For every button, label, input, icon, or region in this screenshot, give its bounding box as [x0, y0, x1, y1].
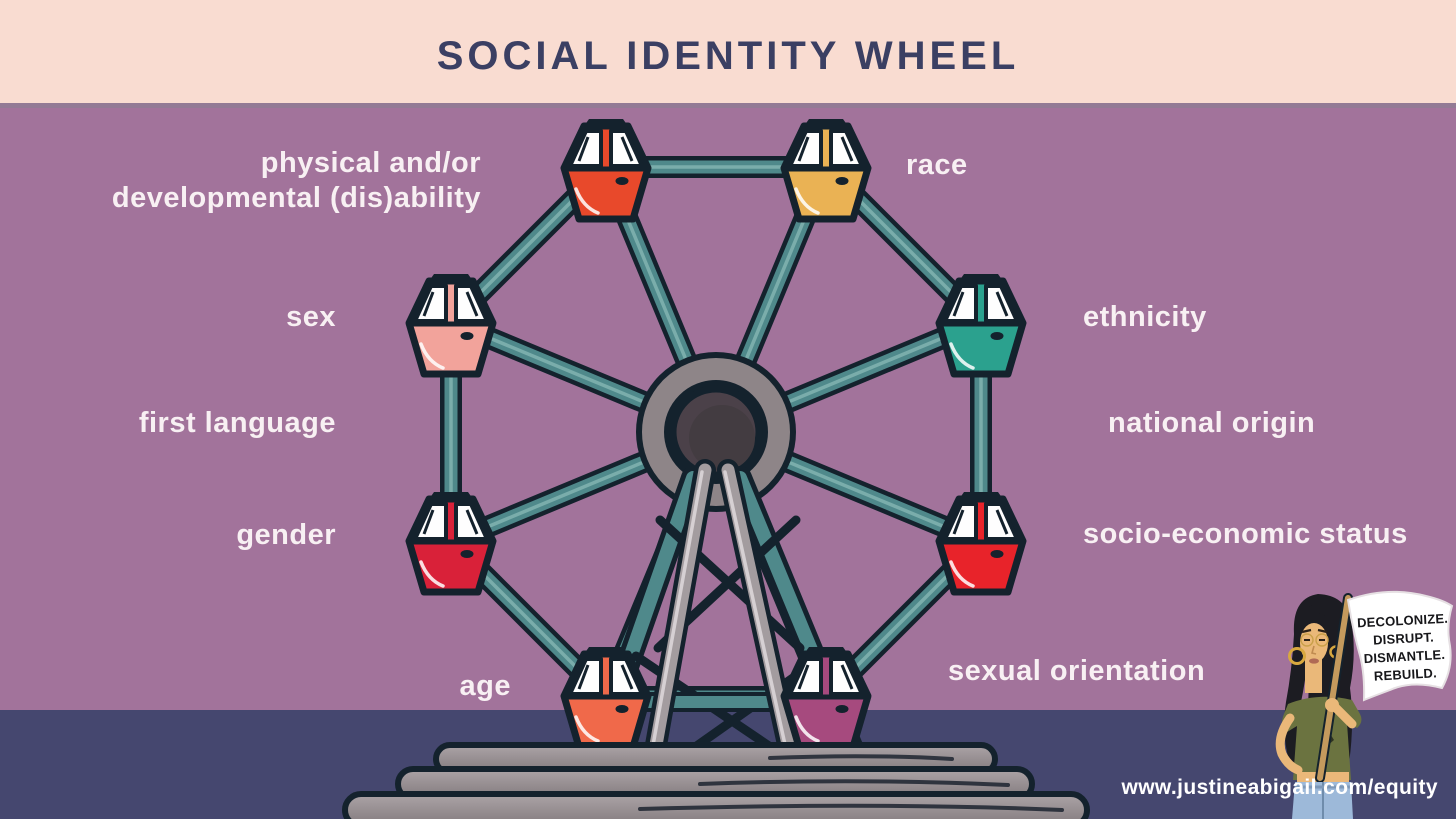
identity-label-age: age — [459, 670, 511, 702]
flag-slogan: DECOLONIZE. DISRUPT. DISMANTLE. REBUILD. — [1356, 610, 1452, 687]
gondola-age — [564, 647, 648, 747]
identity-label-sex: sex — [286, 301, 336, 333]
identity-label-race: race — [906, 149, 968, 181]
glasses-icon — [1300, 633, 1314, 647]
gondola-socioeconomic — [939, 492, 1023, 592]
identity-label-gender: gender — [236, 519, 336, 551]
identity-label-ethnicity: ethnicity — [1083, 301, 1207, 333]
identity-label-socioeconomic: socio-economic status — [1083, 518, 1408, 550]
platform-shading — [638, 754, 1064, 812]
gondola-sexual-orientation — [784, 647, 868, 747]
person-illustration — [1275, 590, 1454, 819]
website-url: www.justineabigail.com/equity — [1121, 776, 1438, 799]
identity-label-first-language: first language — [138, 407, 336, 439]
identity-label-sexual-orientation: sexual orientation — [948, 655, 1206, 687]
wheel-hub — [636, 352, 796, 512]
gondola-race — [784, 119, 868, 219]
identity-label-disability-line1: physical and/or — [260, 147, 481, 179]
identity-label-disability-line2: developmental (dis)ability — [111, 182, 481, 214]
gondola-disability — [564, 119, 648, 219]
banner-edge — [0, 103, 1456, 108]
identity-label-national-origin: national origin — [1108, 407, 1316, 439]
page-title: SOCIAL IDENTITY WHEEL — [436, 34, 1020, 78]
flag — [1346, 590, 1454, 702]
gondola-ethnicity — [939, 274, 1023, 374]
gondola-gender — [409, 492, 493, 592]
hoop-earring-left — [1288, 647, 1306, 665]
identity-label-disability: physical and/or developmental (dis)abili… — [112, 146, 481, 216]
gondola-sex — [409, 274, 493, 374]
title-banner — [0, 0, 1456, 103]
